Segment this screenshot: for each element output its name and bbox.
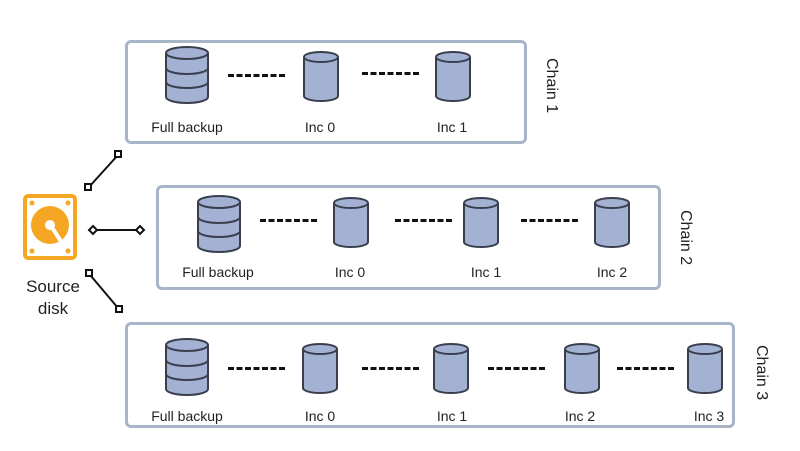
chain-3-inc-3-icon <box>686 342 724 401</box>
chain-2-title: Chain 2 <box>677 210 694 266</box>
chain-3-inc-1-label: Inc 1 <box>436 408 468 424</box>
chain-1-inc-1-label: Inc 1 <box>436 119 468 135</box>
chain-2-full-backup-icon <box>196 193 242 260</box>
source-disk-icon <box>23 194 77 260</box>
connector-chain-3 <box>85 269 123 313</box>
chain-1-dash-2 <box>362 72 419 75</box>
chain-3-inc-2-label: Inc 2 <box>564 408 596 424</box>
chain-1-full-backup-icon <box>164 44 210 111</box>
chain-3-inc-1-icon <box>432 342 470 401</box>
chain-2-inc-2-label: Inc 2 <box>596 264 628 280</box>
chain-2-full-backup-label: Full backup <box>182 264 254 280</box>
chain-2-inc-1-label: Inc 1 <box>470 264 502 280</box>
chain-2-inc-1-icon <box>462 196 500 255</box>
chain-2-inc-2-icon <box>593 196 631 255</box>
chain-3-dash-3 <box>488 367 545 370</box>
connector-chain-2 <box>87 224 146 236</box>
chain-3-title: Chain 3 <box>753 345 770 401</box>
chain-1-dash-1 <box>228 74 285 77</box>
chain-2-dash-3 <box>521 219 578 222</box>
connector-chain-1 <box>84 150 122 191</box>
chain-3-dash-2 <box>362 367 419 370</box>
chain-1-full-backup-label: Full backup <box>151 119 223 135</box>
chain-1-inc-0-label: Inc 0 <box>304 119 336 135</box>
source-disk-label: Source disk <box>26 277 80 318</box>
chain-2-dash-1 <box>260 219 317 222</box>
chain-2-inc-0-icon <box>332 196 370 255</box>
chain-3-box <box>125 322 735 428</box>
chain-3-dash-1 <box>228 367 285 370</box>
chain-3-full-backup-label: Full backup <box>151 408 223 424</box>
chain-3-inc-0-label: Inc 0 <box>304 408 336 424</box>
chain-2-inc-0-label: Inc 0 <box>334 264 366 280</box>
chain-3-inc-3-label: Inc 3 <box>693 408 725 424</box>
chain-1-inc-1-icon <box>434 50 472 109</box>
chain-3-full-backup-icon <box>164 336 210 403</box>
chain-3-dash-4 <box>617 367 674 370</box>
chain-1-title: Chain 1 <box>543 58 560 114</box>
chain-1-inc-0-icon <box>302 50 340 109</box>
chain-3-inc-0-icon <box>301 342 339 401</box>
chain-3-inc-2-icon <box>563 342 601 401</box>
chain-2-dash-2 <box>395 219 452 222</box>
